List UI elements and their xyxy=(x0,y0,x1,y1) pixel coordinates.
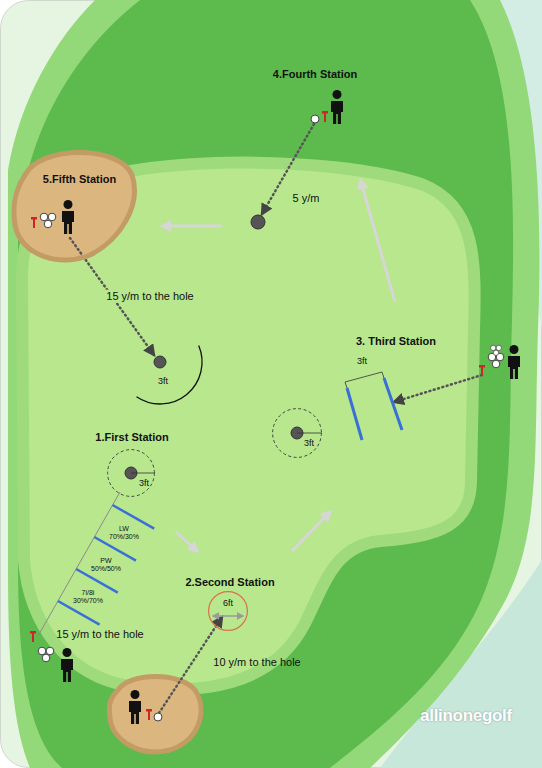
circle-outline xyxy=(208,591,248,631)
distance-label: 15 y/m to the hole xyxy=(103,290,196,303)
gate-lines xyxy=(347,378,402,440)
arc-line xyxy=(137,346,203,404)
circle-outline xyxy=(273,409,322,458)
gate-dimension xyxy=(345,372,384,388)
target-circle: 3ft xyxy=(107,449,155,497)
dimension-label: 3ft xyxy=(304,438,314,448)
bunker xyxy=(14,153,135,261)
rough-band xyxy=(8,0,539,768)
distance-label: 5 y/m xyxy=(293,192,320,205)
station-title: 4.Fourth Station xyxy=(273,68,357,81)
width-arrow xyxy=(213,615,243,617)
circle-outline xyxy=(107,449,155,497)
station-title: 1.First Station xyxy=(95,431,168,444)
distance-label: 15 y/m to the hole xyxy=(56,628,143,641)
dimension-label: 3ft xyxy=(158,376,168,386)
bunker xyxy=(109,677,201,752)
target-circle: 6ft xyxy=(208,591,248,631)
fairway xyxy=(18,0,513,768)
club-zone-label: PW 50%/50% xyxy=(89,557,123,572)
dimension-label: 3ft xyxy=(139,478,149,488)
club-zone-label: 7i/8i 30%/70% xyxy=(71,589,105,604)
station-title: 2.Second Station xyxy=(185,576,274,589)
circle-outline xyxy=(272,408,322,458)
players xyxy=(30,90,520,724)
zone-ticks xyxy=(58,505,154,625)
dimension-label: 3ft xyxy=(357,356,367,366)
circle-outline xyxy=(108,450,155,497)
circle-outline xyxy=(209,592,248,631)
distance-label: 10 y/m to the hole xyxy=(213,656,300,669)
bunker-station: 5.Fifth Station xyxy=(12,145,147,270)
bunker-rim xyxy=(14,153,135,261)
target-circle: 3ft xyxy=(272,408,322,458)
dimension-label: 6ft xyxy=(223,598,233,608)
station-title: 5.Fifth Station xyxy=(43,173,116,186)
flow-arrows xyxy=(164,182,395,551)
bunker-rim xyxy=(12,145,147,270)
station-title: 3. Third Station xyxy=(356,335,436,348)
club-zone-label: LW 70%/30% xyxy=(107,525,141,540)
watermark: allinonegolf xyxy=(420,706,512,726)
